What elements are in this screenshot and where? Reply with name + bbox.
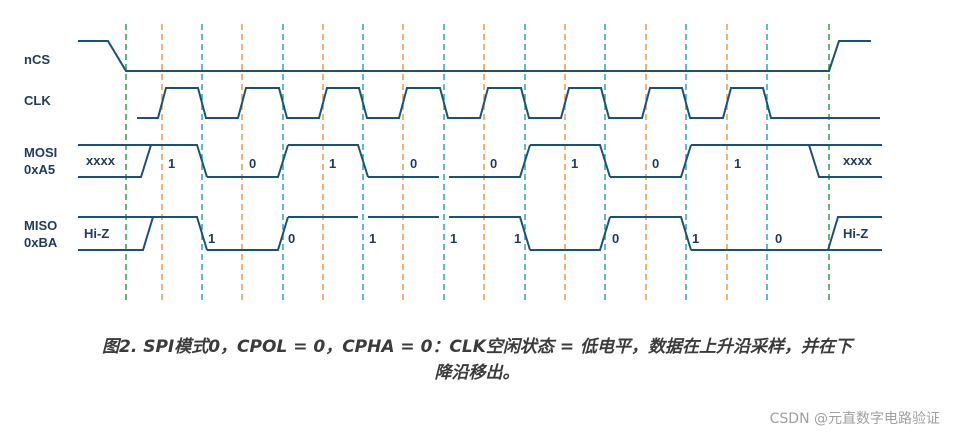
miso-pre-value: Hi-Z (84, 226, 109, 241)
miso-bit: 1 (692, 231, 699, 246)
miso-bit: 0 (775, 231, 782, 246)
miso-bit: 1 (450, 231, 457, 246)
mosi-bit-labels: 1 0 1 0 0 1 0 1 (168, 156, 741, 171)
mosi-bit: 0 (652, 156, 659, 171)
mosi-bit: 1 (168, 156, 175, 171)
mosi-bit: 1 (571, 156, 578, 171)
mosi-bit: 1 (329, 156, 336, 171)
mosi-bit: 0 (410, 156, 417, 171)
clk-waveform (137, 87, 880, 119)
miso-value-label: 0xBA (24, 235, 58, 250)
watermark: CSDN @元直数字电路验证 (769, 411, 940, 427)
figure-caption-line-1: 图2. SPI模式0，CPOL = 0，CPHA = 0：CLK空闲状态 = 低… (102, 337, 852, 357)
timing-markers (125, 24, 830, 300)
mosi-bit: 0 (490, 156, 497, 171)
mosi-pre-value: xxxx (86, 153, 116, 168)
miso-bit: 1 (208, 231, 215, 246)
clk-label: CLK (24, 93, 51, 108)
mosi-bit: 1 (734, 156, 741, 171)
miso-label: MISO (24, 218, 57, 233)
ncs-label: nCS (24, 52, 50, 67)
mosi-value-label: 0xA5 (24, 162, 55, 177)
miso-bus-path (78, 216, 882, 251)
miso-waveform (78, 216, 882, 251)
miso-bit-labels: 1 0 1 1 1 0 1 0 (208, 231, 782, 246)
miso-bit: 0 (288, 231, 295, 246)
mosi-waveform (78, 144, 882, 178)
miso-bit: 0 (612, 231, 619, 246)
miso-bit: 1 (369, 231, 376, 246)
miso-post-value: Hi-Z (843, 226, 868, 241)
mosi-bus-path (78, 144, 882, 178)
figure-caption-line-2: 降沿移出。 (434, 363, 520, 383)
mosi-bit: 0 (249, 156, 256, 171)
spi-timing-diagram: nCS CLK MOSI 0xA5 MISO 0xBA xxxx xxxx Hi… (24, 24, 882, 300)
miso-bit: 1 (514, 231, 521, 246)
mosi-post-value: xxxx (843, 153, 873, 168)
mosi-label: MOSI (24, 145, 57, 160)
ncs-waveform (78, 40, 871, 72)
